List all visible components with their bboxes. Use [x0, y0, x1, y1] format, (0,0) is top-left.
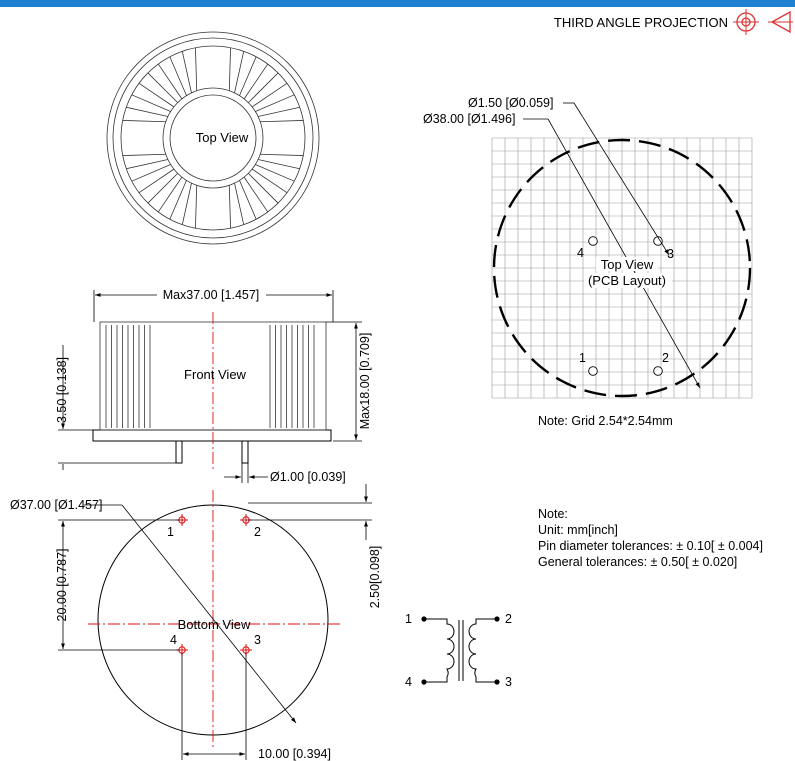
pcb-grid-note: Note: Grid 2.54*2.54mm — [538, 414, 673, 428]
front-view-label: Front View — [184, 367, 247, 382]
pcb-outline — [492, 138, 752, 398]
pcb-pin-2: 2 — [662, 351, 669, 365]
schematic-pin-4: 4 — [405, 675, 412, 689]
bottom-pin-2: 2 — [254, 525, 261, 539]
top-view-label: Top View — [196, 130, 249, 145]
toroid-top-view — [106, 31, 320, 245]
pin-diameter-dim: Ø1.00 [0.039] — [270, 470, 346, 484]
schematic-pin-1: 1 — [405, 612, 412, 626]
front-width-dim: Max37.00 [1.457] — [163, 288, 260, 302]
bottom-horizontal-dim: 10.00 [0.394] — [258, 747, 331, 761]
pcb-pin-3: 3 — [667, 247, 674, 261]
projection-label: THIRD ANGLE PROJECTION — [554, 15, 728, 30]
pcb-grid — [491, 137, 753, 399]
front-view-drawing — [92, 312, 332, 470]
notes-title: Note: — [538, 507, 568, 521]
bottom-view-label: Bottom View — [178, 617, 251, 632]
pcb-hole-dim: Ø1.50 [Ø0.059] — [468, 96, 553, 110]
schematic-pin-2: 2 — [505, 612, 512, 626]
pcb-label-line2: (PCB Layout) — [588, 273, 666, 288]
bottom-diameter-dim: Ø37.00 [Ø1.457] — [10, 498, 102, 512]
header-bar — [0, 0, 795, 7]
bottom-pin-4: 4 — [170, 633, 177, 647]
pcb-label-line1: Top View — [601, 257, 654, 272]
front-height-dim: Max18.00 [0.709] — [358, 333, 372, 430]
pcb-label-bg — [596, 257, 658, 271]
bottom-offset-dim: 2.50[0.098] — [368, 546, 382, 609]
bottom-pin-3: 3 — [254, 633, 261, 647]
front-base-dim: 3.50 [0.138] — [55, 357, 69, 423]
notes-unit: Unit: mm[inch] — [538, 523, 618, 537]
projection-symbol-icon — [733, 9, 793, 35]
pcb-pin-1: 1 — [579, 351, 586, 365]
notes-pin-tolerance: Pin diameter tolerances: ± 0.10[ ± 0.004… — [538, 539, 763, 553]
pcb-label-bg-2 — [584, 273, 672, 288]
pcb-outline-dim: Ø38.00 [Ø1.496] — [423, 112, 515, 126]
pcb-pin-4: 4 — [577, 246, 584, 260]
schematic-pin-3: 3 — [505, 675, 512, 689]
bottom-vertical-dim: 20.00 [0.787] — [55, 549, 69, 622]
bottom-view-drawing — [88, 490, 340, 748]
transformer-schematic — [421, 616, 500, 685]
winding-turns — [122, 47, 304, 229]
notes-general-tolerance: General tolerances: ± 0.50[ ± 0.020] — [538, 555, 737, 569]
bottom-pin-1: 1 — [167, 525, 174, 539]
